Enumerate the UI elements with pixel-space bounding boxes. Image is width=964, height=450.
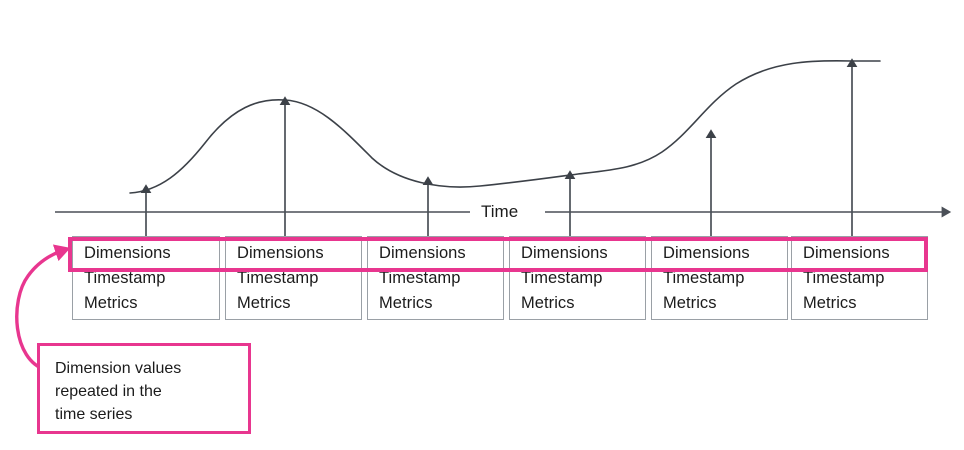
record-dimensions-label: Dimensions — [521, 244, 608, 262]
record-timestamp-label: Timestamp — [663, 269, 745, 287]
callout-box: Dimension values repeated in the time se… — [37, 343, 251, 434]
callout-line: Dimension values — [55, 360, 182, 377]
record-box[interactable]: Dimensions Timestamp Metrics — [791, 236, 928, 320]
record-dimensions-label: Dimensions — [84, 244, 171, 262]
record-metrics-label: Metrics — [84, 294, 138, 312]
record-box[interactable]: Dimensions Timestamp Metrics — [367, 236, 504, 320]
record-timestamp-label: Timestamp — [379, 269, 461, 287]
record-box[interactable]: Dimensions Timestamp Metrics — [509, 236, 646, 320]
record-dimensions-label: Dimensions — [663, 244, 750, 262]
record-box[interactable]: Dimensions Timestamp Metrics — [651, 236, 788, 320]
time-axis-label: Time — [474, 201, 526, 222]
record-timestamp-label: Timestamp — [84, 269, 166, 287]
record-metrics-label: Metrics — [663, 294, 717, 312]
record-timestamp-label: Timestamp — [237, 269, 319, 287]
record-metrics-label: Metrics — [521, 294, 575, 312]
record-dimensions-label: Dimensions — [237, 244, 324, 262]
sample-arrows — [140, 58, 858, 238]
callout-line: time series — [55, 406, 133, 423]
record-box[interactable]: Dimensions Timestamp Metrics — [72, 236, 220, 320]
record-metrics-label: Metrics — [379, 294, 433, 312]
record-timestamp-label: Timestamp — [803, 269, 885, 287]
record-dimensions-label: Dimensions — [803, 244, 890, 262]
callout-connector-arrow — [15, 244, 71, 372]
record-timestamp-label: Timestamp — [521, 269, 603, 287]
metric-curve — [129, 59, 881, 194]
record-box[interactable]: Dimensions Timestamp Metrics — [225, 236, 362, 320]
record-metrics-label: Metrics — [803, 294, 857, 312]
callout-line: repeated in the — [55, 383, 162, 400]
record-metrics-label: Metrics — [237, 294, 291, 312]
record-dimensions-label: Dimensions — [379, 244, 466, 262]
